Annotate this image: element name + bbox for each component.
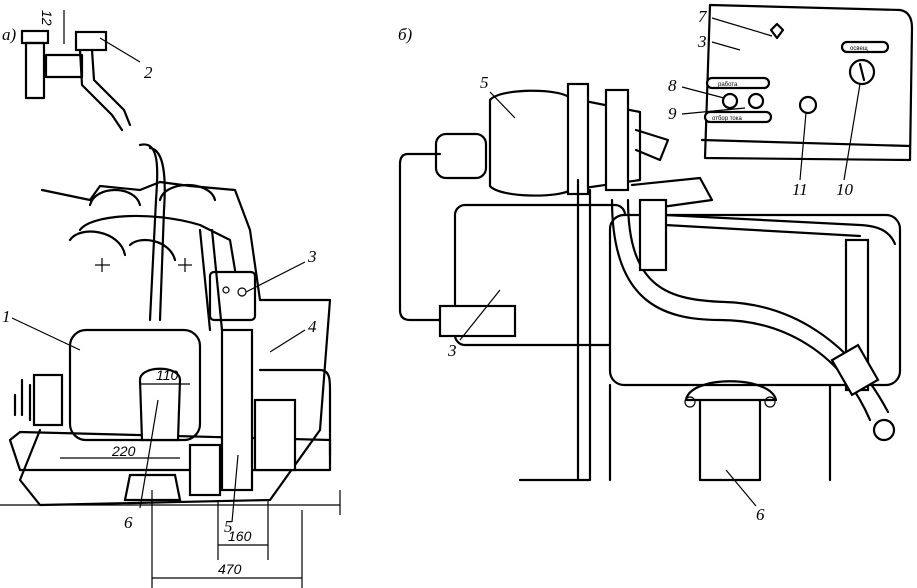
- control-panel: работа отбор тока освещ: [700, 3, 914, 162]
- callout-6-b: 6: [756, 505, 765, 524]
- button-11: [798, 95, 818, 115]
- callout-1: 1: [2, 307, 11, 326]
- indicator-lamp-8: [721, 92, 739, 110]
- callout-10: 10: [836, 180, 854, 199]
- engine-block: [8, 180, 332, 507]
- dim-470: 470: [218, 561, 242, 577]
- figure-a: а) 12: [0, 10, 341, 588]
- callout-6: 6: [124, 513, 133, 532]
- callout-3: 3: [307, 247, 317, 266]
- callout-5: 5: [224, 517, 233, 536]
- dim-220: 220: [111, 443, 136, 459]
- callout-9: 9: [668, 104, 677, 123]
- callout-11: 11: [792, 180, 808, 199]
- callout-2: 2: [144, 63, 153, 82]
- panel-label-a: а): [2, 25, 17, 44]
- figure-b: б) работа отбор тока освещ 7 3 8 9 11 10: [398, 3, 914, 524]
- heater-assembly: [398, 82, 902, 482]
- dim-110: 110: [156, 367, 179, 383]
- panel-label-b: б): [398, 25, 413, 44]
- plate-work: работа: [718, 82, 738, 88]
- callout-5-b: 5: [480, 73, 489, 92]
- callout-4: 4: [308, 317, 317, 336]
- indicator-lamp-9: [747, 92, 765, 110]
- dim-12: 12: [39, 10, 55, 26]
- plate-power: отбор тока: [712, 116, 743, 122]
- callout-3-panel: 3: [697, 32, 707, 51]
- fuel-intake-fitting: [20, 29, 166, 322]
- callout-7: 7: [698, 7, 708, 26]
- plate-light: освещ: [850, 46, 868, 52]
- callout-8: 8: [668, 76, 677, 95]
- callout-3-heater: 3: [447, 341, 457, 360]
- dim-160: 160: [228, 528, 252, 544]
